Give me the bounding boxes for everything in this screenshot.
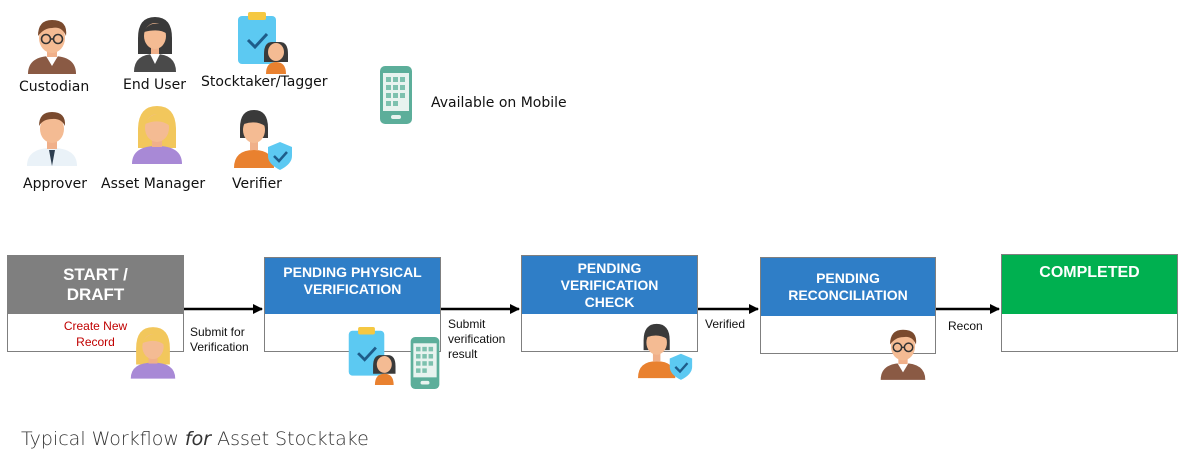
role-label-asset-manager: Asset Manager — [101, 176, 206, 192]
transition-label-verified: Verified — [705, 317, 746, 331]
role-label-stocktaker-tagger: Stocktaker/Tagger — [201, 74, 328, 90]
stage-start-draft: START / DRAFT Create New Record — [7, 255, 184, 352]
transition-label-submit-verification-result: Submit verification result — [448, 317, 506, 361]
approver-icon — [27, 112, 77, 166]
stage-start-draft-note: Create New Record — [63, 319, 128, 349]
stage-completed-header: COMPLETED — [1002, 255, 1177, 314]
stage-title-line: START / — [63, 264, 128, 284]
custodian-icon — [28, 20, 76, 74]
verifier-icon — [638, 323, 693, 380]
role-label-verifier: Verifier — [232, 176, 282, 192]
stage-pending-verification-check: PENDING VERIFICATION CHECK — [521, 255, 698, 352]
stage-pending-reconciliation-header: PENDING RECONCILIATION — [761, 258, 935, 316]
stage-pending-physical-verification-header: PENDING PHYSICAL VERIFICATION — [265, 258, 440, 314]
transition-label-submit-for-verification: Submit for Verification — [190, 325, 249, 354]
asset-manager-icon — [132, 106, 182, 164]
transition-label-recon: Recon — [948, 319, 983, 333]
stage-completed: COMPLETED — [1001, 254, 1178, 352]
verifier-icon — [234, 110, 292, 170]
stocktaker-tagger-icon — [348, 327, 396, 385]
diagram-caption: Typical Workflow for Asset Stocktake — [21, 428, 369, 450]
stocktaker-tagger-icon — [238, 12, 288, 74]
mobile-phone-icon — [410, 337, 440, 389]
end-user-icon — [134, 17, 176, 72]
role-label-end-user: End User — [123, 77, 186, 93]
role-label-approver: Approver — [23, 176, 88, 192]
asset-manager-icon — [130, 327, 176, 379]
stage-start-draft-header: START / DRAFT — [8, 256, 183, 314]
stage-pending-verification-check-header: PENDING VERIFICATION CHECK — [522, 256, 697, 314]
stage-title-line: DRAFT — [66, 285, 125, 304]
role-label-custodian: Custodian — [19, 79, 90, 95]
custodian-icon — [880, 329, 926, 380]
mobile-phone-icon — [380, 66, 412, 124]
mobile-label: Available on Mobile — [431, 95, 567, 111]
